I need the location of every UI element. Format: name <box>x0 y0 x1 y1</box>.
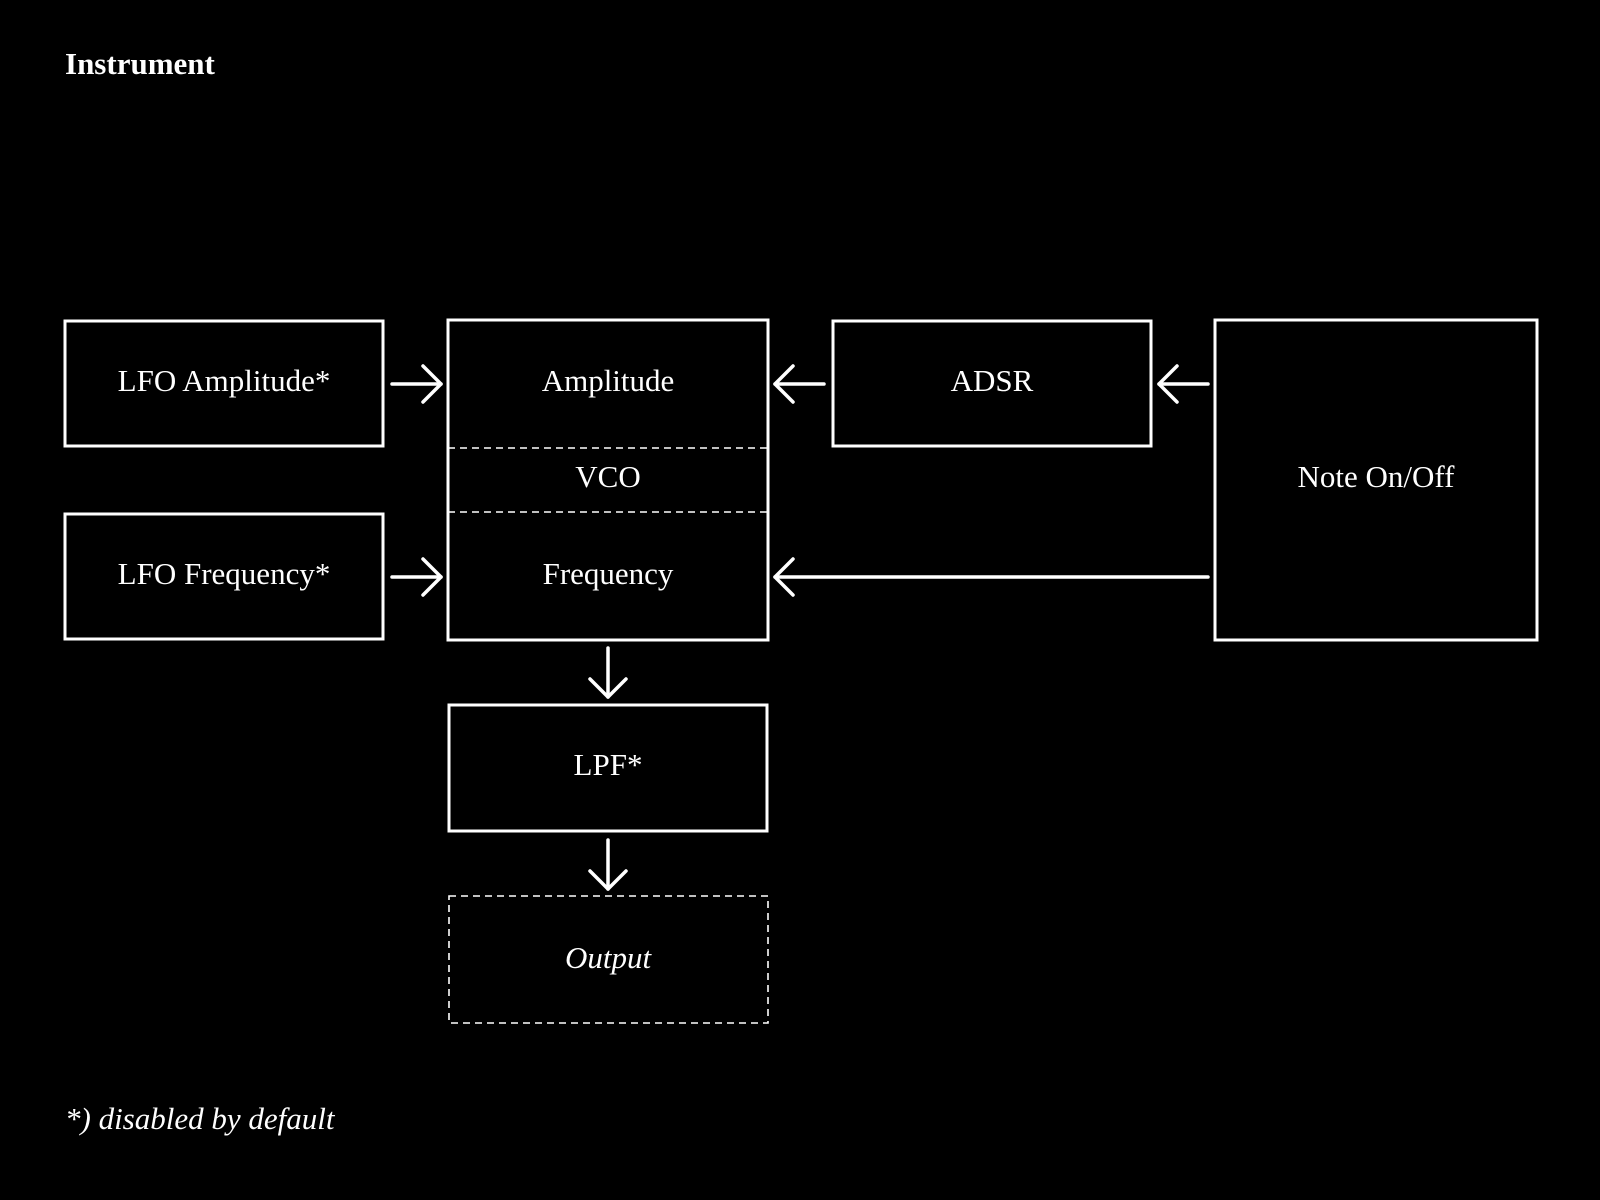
footnote: *) disabled by default <box>65 1101 335 1136</box>
lfo-frequency-label: LFO Frequency* <box>118 556 331 591</box>
vco-frequency-label: Frequency <box>543 556 674 591</box>
lfo-amplitude-node: LFO Amplitude* <box>63 319 385 448</box>
arrow-note-to-adsr <box>1157 364 1210 404</box>
lpf-label: LPF* <box>574 747 643 782</box>
note-on-off-node: Note On/Off <box>1213 318 1539 642</box>
lfo-amplitude-label: LFO Amplitude* <box>118 363 331 398</box>
adsr-node: ADSR <box>831 319 1153 448</box>
output-label: Output <box>565 940 653 975</box>
note-on-off-label: Note On/Off <box>1298 459 1456 494</box>
arrow-note-to-frequency <box>773 557 1210 597</box>
output-node: Output <box>448 895 769 1024</box>
diagram-title: Instrument <box>65 46 215 81</box>
arrow-adsr-to-amplitude <box>773 364 826 404</box>
vco-amplitude-label: Amplitude <box>542 363 675 398</box>
lfo-frequency-node: LFO Frequency* <box>63 512 385 641</box>
arrow-lpf-to-output <box>588 838 628 891</box>
arrow-lfo-amplitude-to-amplitude <box>390 364 443 404</box>
arrow-lfo-frequency-to-frequency <box>390 557 443 597</box>
arrow-vco-to-lpf <box>588 646 628 699</box>
lpf-node: LPF* <box>447 703 769 833</box>
adsr-label: ADSR <box>951 363 1034 398</box>
vco-label: VCO <box>575 459 640 494</box>
vco-node: Amplitude VCO Frequency <box>446 318 770 642</box>
